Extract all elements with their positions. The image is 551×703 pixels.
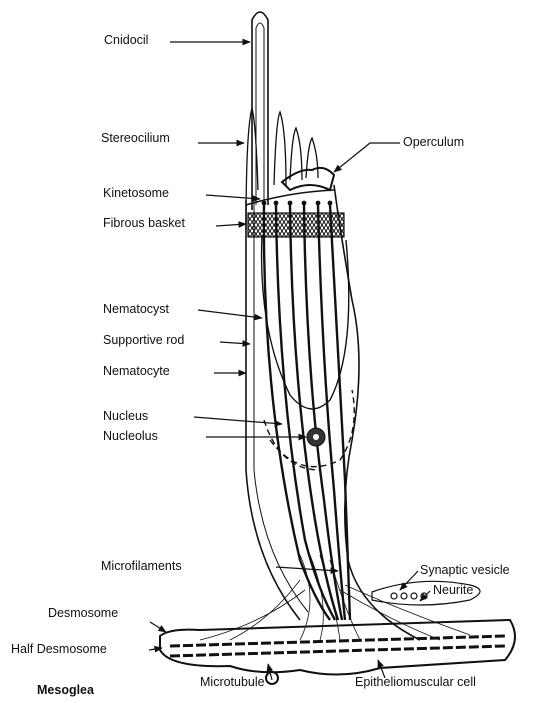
label-synaptic-vesicle: Synaptic vesicle <box>420 563 510 577</box>
label-nematocyst: Nematocyst <box>103 302 169 316</box>
label-neurite: Neurite <box>433 583 473 597</box>
label-cnidocil: Cnidocil <box>104 33 148 47</box>
nucleus-shape <box>307 428 325 446</box>
label-mesoglea: Mesoglea <box>37 683 94 697</box>
label-microfilaments: Microfilaments <box>101 559 182 573</box>
label-desmosome: Desmosome <box>48 606 118 620</box>
supportive-rods <box>264 205 350 620</box>
label-kinetosome: Kinetosome <box>103 186 169 200</box>
label-epitheliomuscular-cell: Epitheliomuscular cell <box>355 675 476 689</box>
leader-lines <box>149 42 430 680</box>
label-supportive-rod: Supportive rod <box>103 333 184 347</box>
label-half-desmosome: Half Desmosome <box>11 642 107 656</box>
kinetosome-dots <box>262 201 333 206</box>
cnidocil <box>252 12 268 210</box>
label-stereocilium: Stereocilium <box>101 131 170 145</box>
label-microtubule: Microtubule <box>200 675 265 689</box>
label-operculum: Operculum <box>403 135 464 149</box>
label-nucleus: Nucleus <box>103 409 148 423</box>
label-nematocyte: Nematocyte <box>103 364 170 378</box>
label-nucleolus: Nucleolus <box>103 429 158 443</box>
label-fibrous-basket: Fibrous basket <box>103 216 185 230</box>
